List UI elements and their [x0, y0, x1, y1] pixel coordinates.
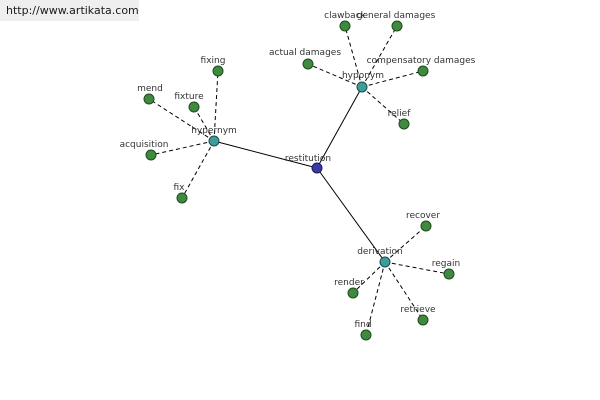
node-find[interactable] [360, 329, 372, 341]
edges [148, 25, 450, 336]
label-restitution: restitution [285, 154, 331, 164]
node-derivation[interactable] [379, 256, 391, 268]
edge-hyponym-clawback [344, 25, 363, 88]
edge-hyponym-relief [361, 86, 405, 125]
node-acquisition[interactable] [145, 149, 157, 161]
label-recover: recover [406, 211, 440, 221]
node-mend[interactable] [143, 93, 155, 105]
edge-center-hyponym [316, 86, 363, 169]
label-hypernym: hypernym [191, 126, 237, 136]
label-fix: fix [174, 183, 186, 193]
label-fixture: fixture [174, 92, 204, 102]
edge-derivation-regain [384, 261, 450, 275]
label-relief: relief [388, 109, 412, 119]
node-clawback[interactable] [339, 20, 351, 32]
edge-hyponym-compensatory-damages [361, 70, 424, 88]
label-compensatory-damages: compensatory damages [367, 56, 476, 66]
label-regain: regain [432, 259, 460, 269]
label-fixing: fixing [201, 56, 226, 66]
label-hyponym: hyponym [342, 71, 384, 81]
label-find: find [354, 320, 371, 330]
node-render[interactable] [347, 287, 359, 299]
node-general-damages[interactable] [391, 20, 403, 32]
edge-hyponym-general-damages [361, 25, 398, 88]
edge-center-hypernym [213, 140, 318, 169]
label-derivation: derivation [357, 247, 403, 257]
node-fixing[interactable] [212, 65, 224, 77]
edge-derivation-find [365, 261, 386, 336]
edge-derivation-recover [384, 225, 427, 263]
edge-derivation-render [352, 261, 386, 294]
node-regain[interactable] [443, 268, 455, 280]
node-compensatory-damages[interactable] [417, 65, 429, 77]
node-fixture[interactable] [188, 101, 200, 113]
edge-hypernym-fixing [213, 70, 219, 142]
node-actual-damages[interactable] [302, 58, 314, 70]
source-url[interactable]: http://www.artikata.com [6, 4, 139, 17]
node-hypernym[interactable] [208, 135, 220, 147]
node-hyponym[interactable] [356, 81, 368, 93]
label-clawback: clawback [324, 11, 367, 21]
label-mend: mend [137, 84, 163, 94]
edge-hyponym-actual-damages [307, 63, 363, 88]
nodes [143, 20, 455, 341]
edge-hypernym-mend [148, 98, 215, 142]
node-relief[interactable] [398, 118, 410, 130]
edge-center-derivation [316, 167, 386, 263]
node-restitution[interactable] [311, 162, 323, 174]
source-url-bar: http://www.artikata.com [0, 0, 139, 21]
label-actual-damages: actual damages [269, 48, 341, 58]
node-recover[interactable] [420, 220, 432, 232]
label-retrieve: retrieve [400, 305, 436, 315]
edge-hypernym-acquisition [150, 140, 215, 156]
label-acquisition: acquisition [120, 140, 169, 150]
label-general-damages: general damages [357, 11, 436, 21]
node-retrieve[interactable] [417, 314, 429, 326]
label-render: render [334, 278, 364, 288]
edge-derivation-retrieve [384, 261, 424, 321]
labels: restitution hyponym hypernym derivation … [120, 11, 476, 330]
node-fix[interactable] [176, 192, 188, 204]
edge-hypernym-fix [181, 140, 215, 199]
